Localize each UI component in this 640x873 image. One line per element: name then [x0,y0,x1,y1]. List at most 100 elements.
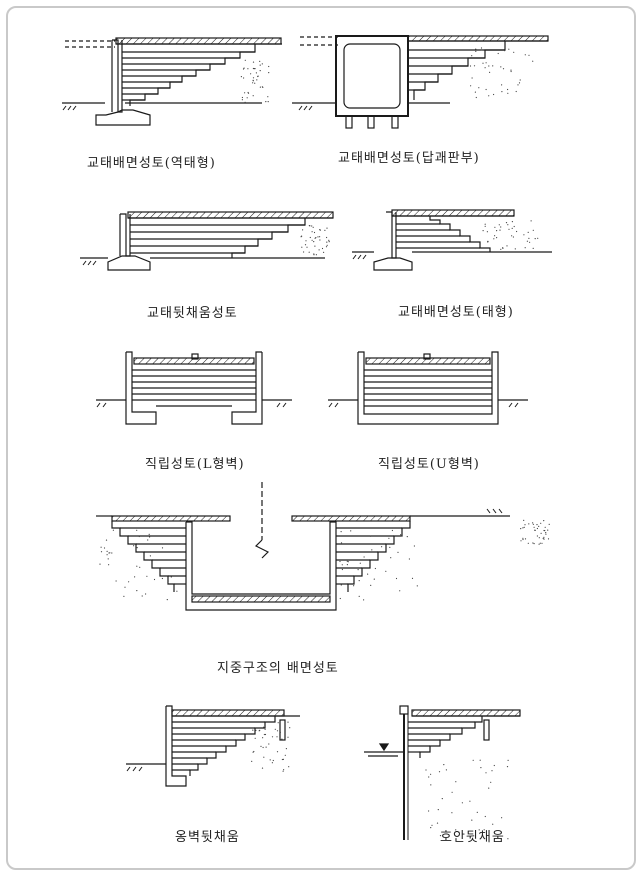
soil-dot [358,595,360,598]
water-level-icon [378,743,390,752]
soil-dot [481,49,483,51]
soil-dot [540,532,542,535]
soil-dot [133,545,135,547]
soil-dot [252,82,254,84]
soil-dot [413,545,415,547]
soil-dot [311,239,313,241]
soil-dot [497,52,499,55]
soil-dot [511,235,513,237]
soil-dot [543,520,545,522]
soil-dot [528,237,530,239]
soil-dot [265,101,267,103]
caption-abutment-inverted-t: 교태배면성토(역태형) [87,156,216,171]
soil-dot [268,72,270,74]
soil-dot [496,237,498,239]
soil-dot [147,539,149,541]
soil-dot [455,829,457,831]
fill-layers-left [111,521,186,592]
soil-dot [170,576,172,578]
diagram-retaining-wall-backfill [126,705,300,787]
soil-dot [397,551,399,554]
soil-dot [524,524,526,526]
fill-layers [130,218,306,258]
soil-dot [161,577,163,580]
caption-retaining-u-wall: 직립성토(U형벽) [378,457,480,472]
soil-dot [431,824,433,826]
soil-dot [390,557,392,559]
soil-dot [475,48,477,50]
soil-dot [128,581,130,583]
soil-dot [339,597,341,600]
soil-dot [476,811,478,814]
soil-dot [108,552,110,554]
soil-dot [244,59,246,61]
soil-dot [425,769,427,771]
soil-dot [254,68,256,70]
soil-dot [494,235,496,237]
soil-dot [311,231,313,233]
soil-dot [469,800,471,802]
soil-dot [141,595,143,597]
soil-dot [148,559,150,561]
soil-dot [430,784,432,786]
soil-dot [538,537,540,539]
soil-dot [242,68,245,70]
caption-abutment-gravity: 교태배면성토(태형) [398,305,514,320]
soil-dot [268,65,270,68]
soil-dot [339,560,341,563]
soil-dot [350,530,352,532]
soil-dot [532,229,534,231]
soil-dot [538,543,540,545]
soil-dot [507,224,509,226]
soil-dot [247,68,249,70]
soil-dot [524,247,526,249]
soil-dot [388,537,390,539]
soil-dot [441,798,443,800]
soil-dot [252,95,254,97]
soil-dot [106,550,108,553]
soil-dot [473,65,476,67]
soil-dot [505,222,508,224]
ground-hatch-icon [96,402,287,408]
soil-dot [324,229,326,231]
soil-dot [139,566,141,568]
diagram-abutment-backfill [80,211,334,271]
soil-dot [281,738,283,740]
soil-dot [287,721,289,723]
soil-dot [289,727,291,729]
soil-dot [485,772,487,774]
soil-dot [257,75,259,77]
soil-dot [282,770,284,772]
soil-dot [471,819,473,821]
soil-dot [301,246,303,248]
soil-dot [498,224,500,226]
diagram-revetment-backfill [364,705,521,840]
soil-dot [317,236,319,238]
soil-dot [244,92,246,94]
soil-dot [267,96,269,98]
diagram-abutment-inverted-t [62,37,282,126]
soil-dot [363,556,365,558]
soil-dot [508,48,510,50]
soil-dot [106,554,108,556]
soil-dot [281,758,283,761]
diagram-abutment-approach-slab [292,35,549,129]
soil-dot [259,729,261,731]
soil-dot [149,555,151,557]
soil-dot [520,528,522,530]
soil-dot [482,62,484,64]
soil-dot [346,560,348,562]
soil-dot [499,229,501,231]
soil-dot [489,71,491,73]
soil-dot [271,736,274,738]
soil-dot [484,67,486,69]
soil-dot [282,758,284,761]
soil-dot [438,771,441,773]
soil-dot [276,730,279,732]
soil-dot [488,787,490,789]
soil-dot [305,240,307,242]
soil-dot [545,533,547,535]
soil-dot [544,530,546,532]
soil-dot [484,225,486,227]
